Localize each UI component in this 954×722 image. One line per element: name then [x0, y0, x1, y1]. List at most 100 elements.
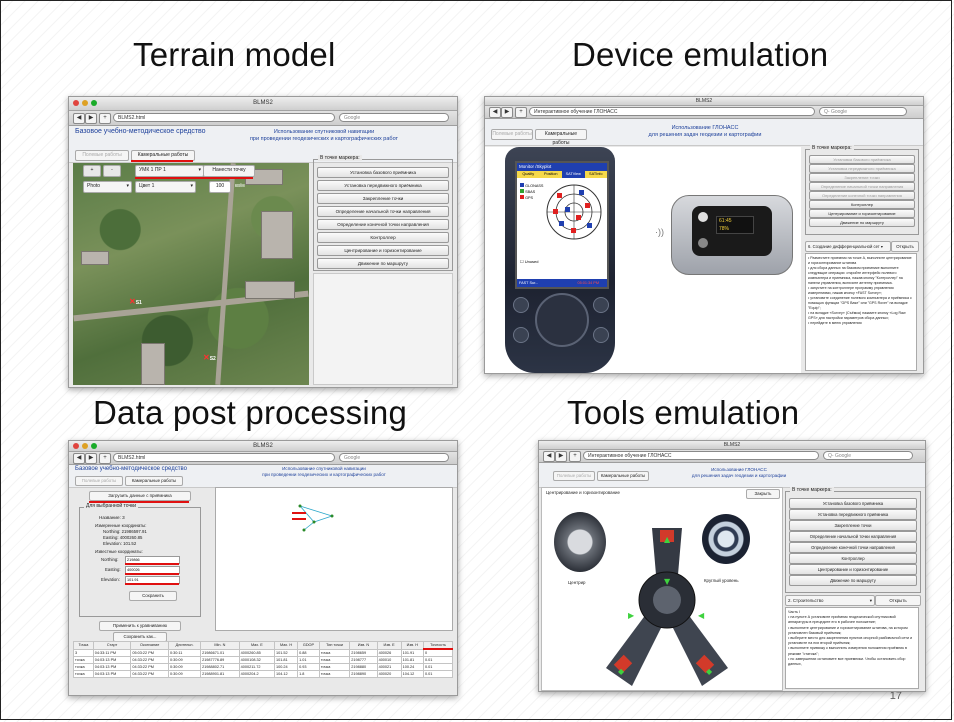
hw-button-right[interactable] [593, 297, 609, 313]
btn-end-direction[interactable]: Определение конечной точки направления [317, 219, 449, 230]
btn-base-receiver[interactable]: Установка базового приёмника [317, 167, 449, 178]
btn-base-receiver[interactable]: Установка базового приёмника [809, 155, 915, 164]
search-field[interactable]: Google [339, 113, 449, 122]
btn-centering[interactable]: Центрирование и горизонтирование [317, 245, 449, 256]
col-header[interactable]: Длительн. [167, 641, 202, 650]
device-tab-quality[interactable]: Quality [517, 171, 540, 178]
col-header[interactable]: Изв. E [376, 641, 402, 650]
col-header[interactable]: Изв. H [400, 641, 425, 650]
receiver-fn-button[interactable] [698, 238, 708, 248]
marker-s2[interactable]: ✕S2 [203, 353, 216, 362]
col-header-accuracy[interactable]: Точность [423, 641, 453, 650]
load-data-button[interactable]: Загрузить данные с приёмника [89, 491, 191, 501]
tab-field-work[interactable]: Полевые работы [553, 471, 595, 481]
back-icon[interactable]: ◀ [543, 451, 555, 462]
btn-fix-point[interactable]: Закрепление точки [789, 520, 917, 531]
btn-start-direction[interactable]: Определение начальной точки направления [789, 531, 917, 542]
save-point-button[interactable]: Сохранить [129, 591, 177, 601]
tab-field-work[interactable]: Полевые работы [75, 150, 129, 161]
btn-rover-receiver[interactable]: Установка передвижного приёмника [789, 509, 917, 520]
back-icon[interactable]: ◀ [489, 107, 501, 118]
taskbar-app[interactable]: FAST Sur... [519, 281, 539, 285]
btn-end-direction[interactable]: Определение конечной точки направления [809, 191, 915, 200]
add-tab-icon[interactable]: + [99, 113, 111, 124]
col-header[interactable]: Изв. N [349, 641, 378, 650]
btn-rover-receiver[interactable]: Установка передвижного приёмника [809, 164, 915, 173]
col-header[interactable]: Окончание [130, 641, 169, 650]
step-select[interactable]: 2. Строительство▾ [785, 595, 875, 606]
btn-start-direction[interactable]: Определение начальной точки направления [317, 206, 449, 217]
optical-plummet[interactable] [554, 512, 606, 572]
step-select[interactable]: 6. Создание дифференциальной сет ▾ [805, 241, 891, 252]
forward-icon[interactable]: ▶ [85, 453, 97, 464]
marker-s1[interactable]: ✕S1 [129, 297, 142, 306]
apply-adjustment-button[interactable]: Применить к уравниванию [99, 621, 181, 631]
search-field[interactable]: Q- Google [823, 451, 913, 460]
hw-button-right-2[interactable] [593, 327, 609, 343]
btn-fix-point[interactable]: Закрепление точки [317, 193, 449, 204]
col-header[interactable]: Max. H [274, 641, 299, 650]
point-select[interactable]: УМК 1 ПР 1 ▾ [135, 165, 204, 177]
btn-rover-receiver[interactable]: Установка передвижного приёмника [317, 180, 449, 191]
url-bar[interactable]: BLMS2.html [113, 453, 335, 462]
btn-route[interactable]: Движение по маршруту [789, 575, 917, 586]
col-header[interactable]: Min. N [200, 641, 240, 650]
back-icon[interactable]: ◀ [73, 453, 85, 464]
minimize-icon[interactable] [82, 443, 88, 449]
tab-office-work[interactable]: Камеральные работы [597, 471, 649, 481]
btn-controller[interactable]: Контроллер [809, 200, 915, 209]
open-button[interactable]: Открыть [875, 595, 921, 606]
minimize-icon[interactable] [82, 100, 88, 106]
zoom-icon[interactable] [91, 100, 97, 106]
btn-controller[interactable]: Контроллер [789, 553, 917, 564]
btn-fix-point[interactable]: Закрепление точки [809, 173, 915, 182]
receiver-power-button[interactable] [698, 212, 708, 222]
terrain-map[interactable]: ✕S1 ✕S2 [73, 163, 309, 385]
url-bar[interactable]: BLMS2.html [113, 113, 335, 122]
btn-end-direction[interactable]: Определение конечной точки направления [789, 542, 917, 553]
forward-icon[interactable]: ▶ [501, 107, 513, 118]
open-button[interactable]: Открыть [891, 241, 919, 252]
btn-controller[interactable]: Контроллер [317, 232, 449, 243]
add-tab-icon[interactable]: + [515, 107, 527, 118]
close-icon[interactable] [73, 100, 79, 106]
btn-route[interactable]: Движение по маршруту [809, 218, 915, 227]
hw-button-left[interactable] [513, 297, 529, 313]
device-tab-satview[interactable]: SATView [562, 171, 585, 178]
tribrach[interactable]: ▲ ▼ ◀ ▶ ◆ ◆ [602, 518, 732, 688]
zoom-in-button[interactable]: + [83, 165, 101, 177]
btn-route[interactable]: Движение по маршруту [317, 258, 449, 269]
zoom-out-button[interactable]: - [103, 165, 121, 177]
url-bar[interactable]: Интерактивное обучение ГЛОНАСС [583, 451, 819, 460]
btn-base-receiver[interactable]: Установка базового приёмника [789, 498, 917, 509]
close-icon[interactable] [73, 443, 79, 449]
close-tool-button[interactable]: Закрыть [746, 489, 780, 499]
tab-field-work[interactable]: Полевые работы [491, 129, 533, 140]
place-point-button[interactable]: Нанести точку [203, 165, 255, 177]
tab-office-work[interactable]: Камеральные работы [125, 476, 183, 486]
url-bar[interactable]: Интерактивное обучение ГЛОНАСС [529, 107, 815, 116]
mode-select[interactable]: Photo▾ [83, 181, 132, 193]
search-field[interactable]: Google [339, 453, 449, 462]
col-header[interactable]: Тип точки [318, 641, 351, 650]
btn-centering[interactable]: Центрирование и горизонтирование [789, 564, 917, 575]
circular-level[interactable] [702, 514, 750, 564]
tab-field-work[interactable]: Полевые работы [75, 476, 123, 486]
col-header[interactable]: Max. E [238, 641, 276, 650]
btn-start-direction[interactable]: Определение начальной точки направления [809, 182, 915, 191]
add-tab-icon[interactable]: + [99, 453, 111, 464]
tab-office-work[interactable]: Камеральные работы [535, 129, 587, 146]
btn-centering[interactable]: Центрирование и горизонтирование [809, 209, 915, 218]
scale-input[interactable]: 100 [209, 181, 231, 193]
col-header[interactable]: Точка [73, 641, 94, 650]
add-tab-icon[interactable]: + [569, 451, 581, 462]
network-plot[interactable] [215, 487, 453, 631]
col-header[interactable]: GDOP [297, 641, 320, 650]
device-tab-position[interactable]: Position [539, 171, 562, 178]
col-header[interactable]: Старт [92, 641, 132, 650]
hw-button-left-2[interactable] [513, 327, 529, 343]
